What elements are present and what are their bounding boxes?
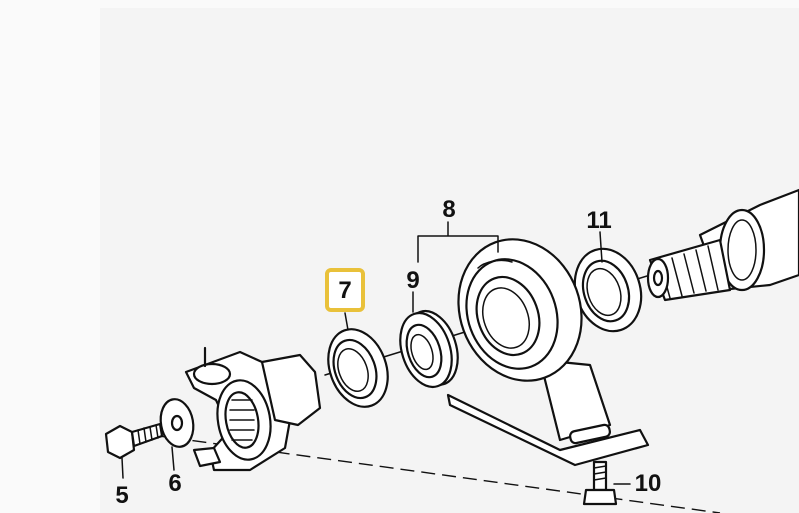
propeller-shaft	[646, 188, 799, 302]
callout-5: 5	[115, 482, 128, 509]
part-7-seal-ring	[327, 328, 389, 408]
leader-lines	[344, 221, 603, 331]
assembly-baseline	[129, 431, 721, 513]
callout-9: 9	[406, 267, 419, 294]
callout-7: 7	[338, 277, 351, 304]
callout-10: 10	[635, 470, 662, 497]
part-8-bearing-support	[446, 238, 650, 467]
callout-8: 8	[442, 196, 455, 223]
highlight-box-part-7	[325, 268, 365, 312]
flange-yoke	[184, 346, 322, 472]
callout-11: 11	[586, 207, 611, 234]
part-9-ball-bearing	[399, 310, 459, 388]
callout-6: 6	[168, 470, 181, 497]
part-10-bolt	[582, 460, 631, 506]
part-5-bolt	[104, 422, 164, 479]
